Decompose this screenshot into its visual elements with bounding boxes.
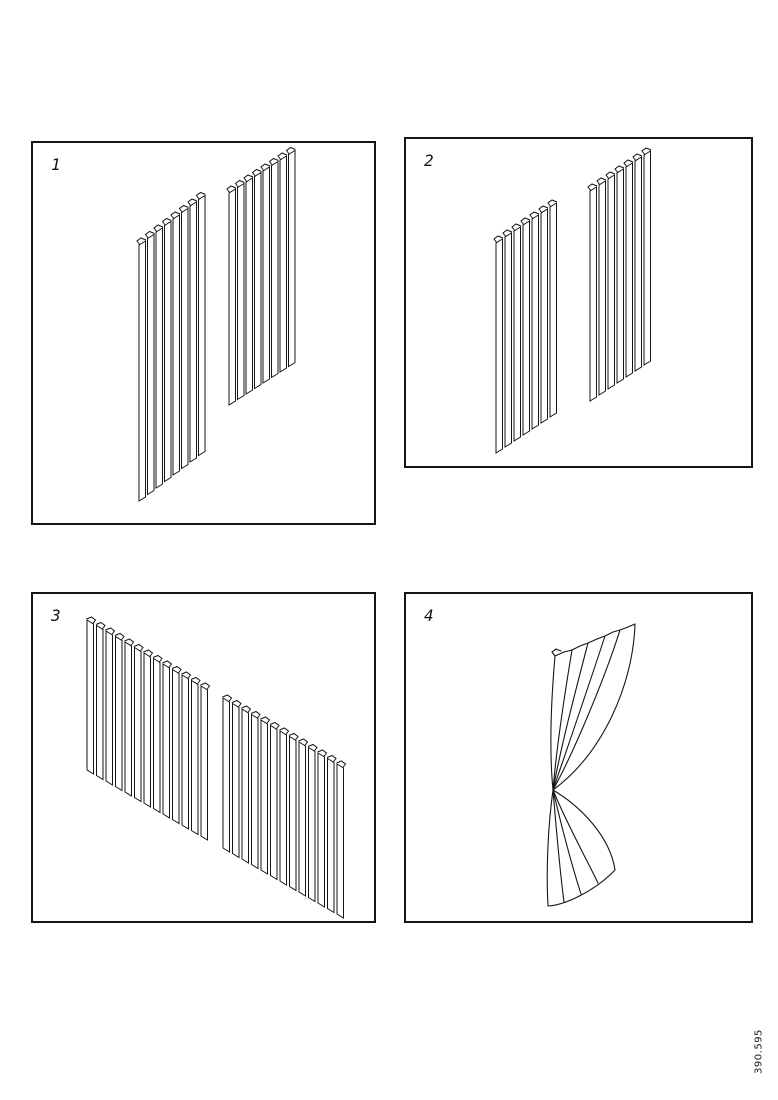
panel-4: 4 bbox=[404, 592, 753, 923]
panel-2-label: 2 bbox=[424, 151, 434, 170]
gathered-curtain-icon bbox=[546, 623, 636, 907]
panel-2: 2 bbox=[404, 137, 753, 468]
panel-1: 1 bbox=[31, 141, 376, 525]
vertical-blinds-drawing bbox=[136, 146, 296, 502]
panel-1-label: 1 bbox=[51, 155, 61, 174]
gathered-curtain-drawing bbox=[546, 623, 636, 907]
vertical-blinds-drawing bbox=[493, 147, 652, 454]
vertical-blinds-drawing bbox=[86, 616, 347, 919]
document-code: 390.595 bbox=[753, 1029, 765, 1074]
panel-3-label: 3 bbox=[51, 606, 61, 625]
panel-3: 3 bbox=[31, 592, 376, 923]
panel-4-label: 4 bbox=[424, 606, 434, 625]
